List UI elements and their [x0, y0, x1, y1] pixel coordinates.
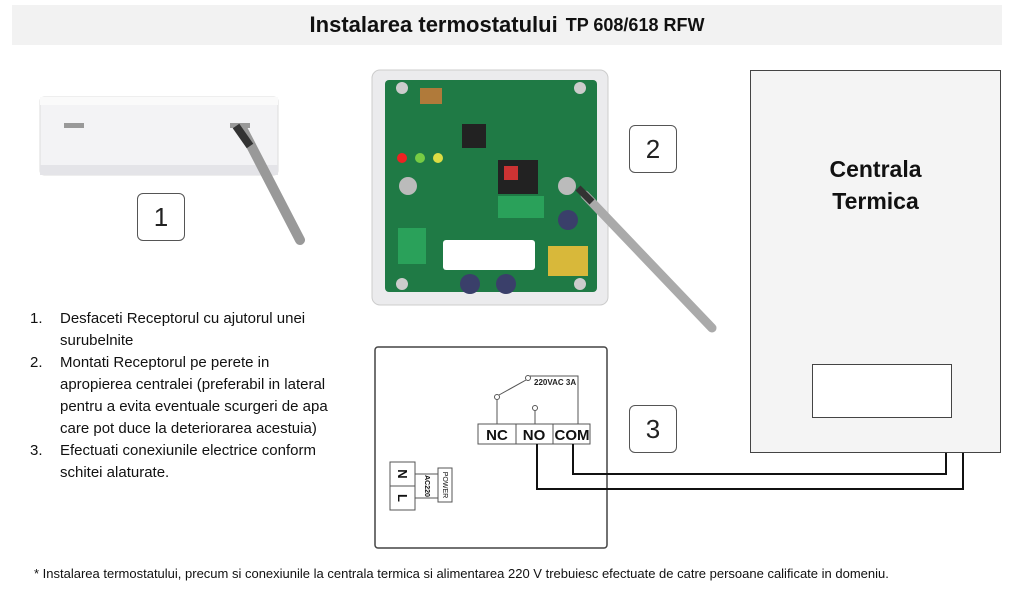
terminal-l-label: L: [395, 494, 410, 502]
relay-symbol: [494, 375, 579, 424]
wire-no: [536, 444, 964, 490]
footnote: * Instalarea termostatului, precum si co…: [34, 566, 889, 581]
terminal-com-label: COM: [555, 427, 590, 444]
relay-terminals: [477, 423, 591, 445]
power-label: POWER: [441, 472, 448, 498]
ac220-label: AC220: [423, 475, 430, 497]
instruction-number: 3.: [30, 442, 43, 459]
instruction-text: Desfaceti Receptorul cu ajutorul unei su…: [60, 310, 306, 349]
receiver-closed-image: [39, 96, 305, 245]
instruction-item: 1. Desfaceti Receptorul cu ajutorul unei …: [30, 308, 330, 352]
step-1-badge: 1: [137, 193, 185, 241]
boiler-box: Centrala Termica: [750, 70, 1001, 453]
instruction-item: 2. Montati Receptorul pe perete in apropi…: [30, 352, 330, 440]
terminal-no-label: NO: [523, 427, 546, 444]
instruction-number: 2.: [30, 354, 43, 371]
step-3-badge: 3: [629, 405, 677, 453]
model-name: TP 608/618 RFW: [565, 14, 705, 35]
terminal-com: [552, 423, 591, 445]
page-title: Instalarea termostatului: [309, 12, 558, 37]
receiver-pcb-image: [371, 69, 717, 333]
boiler-panel: [812, 364, 952, 418]
instruction-text: Efectuati conexiunile electrice conform …: [60, 442, 316, 481]
boiler-label-line1: Centrala: [829, 156, 922, 182]
step-2-badge: 2: [629, 125, 677, 173]
instruction-item: 3. Efectuati conexiunile electrice confor…: [30, 440, 330, 484]
boiler-label-line2: Termica: [832, 188, 919, 214]
instruction-text: Montati Receptorul pe perete in apropier…: [60, 354, 328, 437]
relay-rating: 220VAC 3A: [534, 378, 576, 387]
instruction-number: 1.: [30, 310, 43, 327]
title-bar: Instalarea termostatului TP 608/618 RFW: [12, 5, 1002, 45]
terminal-n-label: N: [395, 469, 410, 478]
power-terminals: [389, 461, 453, 511]
terminal-nc-label: NC: [486, 427, 508, 444]
boiler-label: Centrala Termica: [751, 153, 1000, 217]
wire-com: [572, 444, 947, 475]
instructions-list: 1. Desfaceti Receptorul cu ajutorul unei …: [30, 308, 330, 484]
